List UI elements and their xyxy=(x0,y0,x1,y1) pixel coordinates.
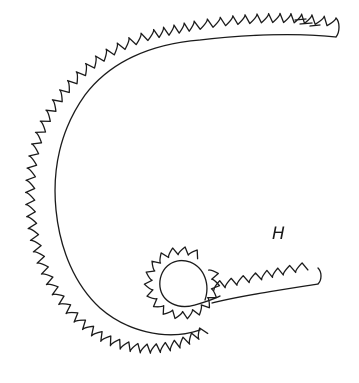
coil-serrated-rim xyxy=(144,247,219,319)
figure-label: H xyxy=(272,226,285,243)
hook-tip xyxy=(336,18,339,37)
stalk-lower-edge xyxy=(212,284,318,303)
stalk-serrated-edge xyxy=(214,263,308,290)
hook-inner-edge xyxy=(55,35,336,335)
hook-outer-edge xyxy=(26,13,336,353)
coil-inner-loop xyxy=(160,261,220,307)
stalk-tip xyxy=(318,268,321,284)
